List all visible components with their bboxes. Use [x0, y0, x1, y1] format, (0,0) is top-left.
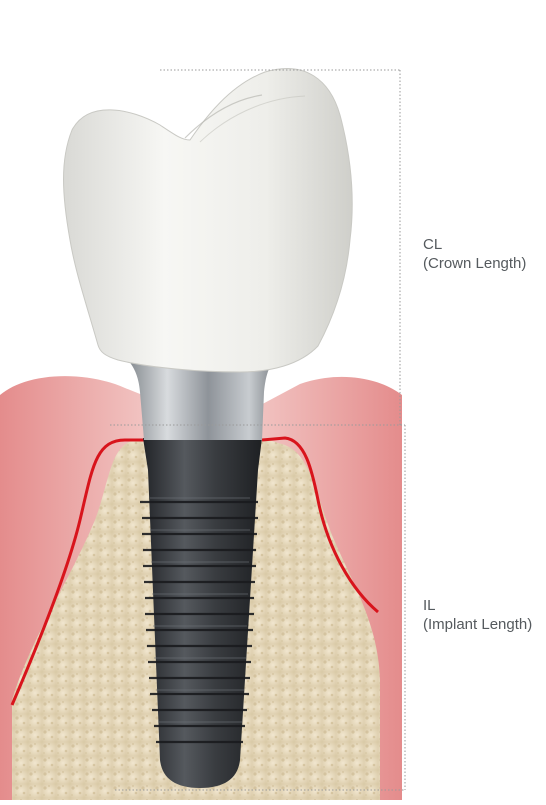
crown-length-abbr: CL — [423, 235, 526, 254]
crown-length-full: (Crown Length) — [423, 254, 526, 273]
implant-length-abbr: IL — [423, 596, 532, 615]
implant-length-label: IL (Implant Length) — [423, 596, 532, 634]
crown-length-label: CL (Crown Length) — [423, 235, 526, 273]
implant-length-full: (Implant Length) — [423, 615, 532, 634]
crown — [64, 69, 353, 372]
